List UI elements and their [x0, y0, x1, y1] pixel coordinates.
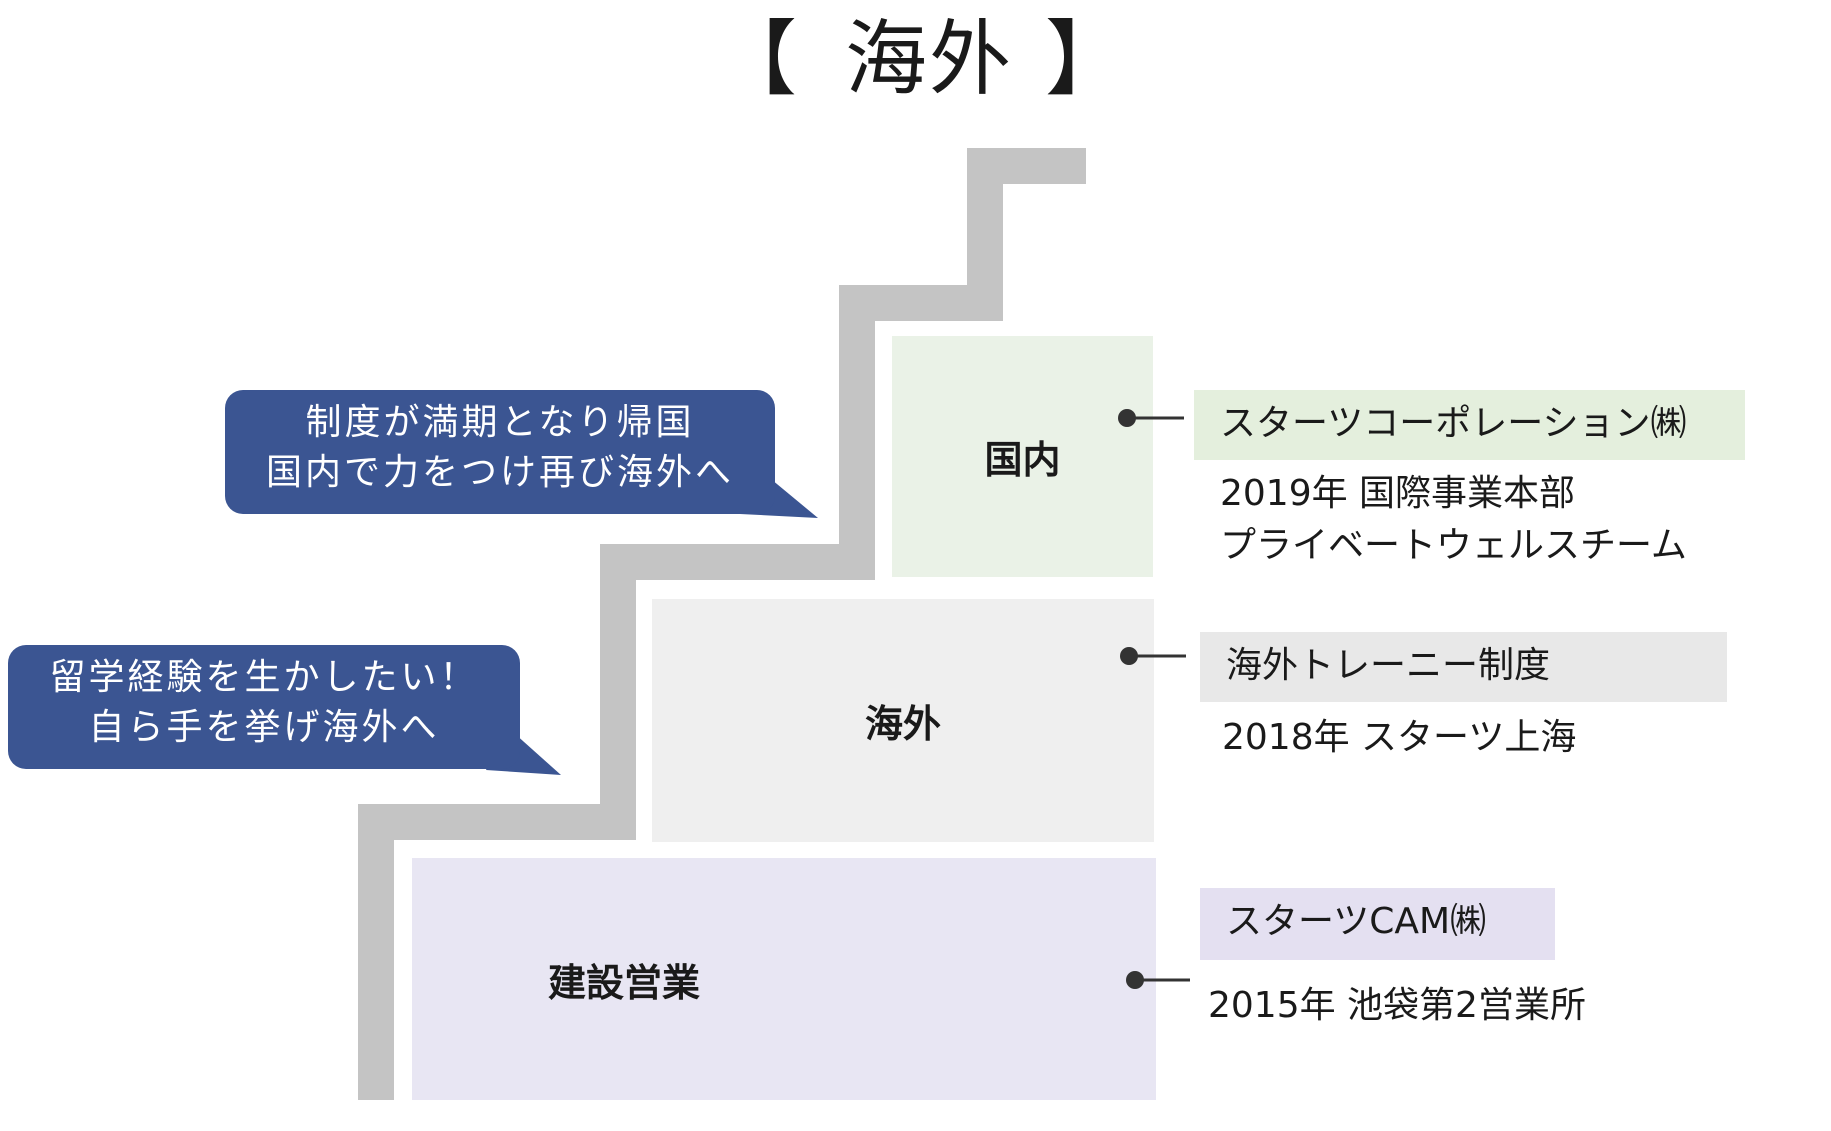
step-domestic: 国内: [892, 336, 1153, 577]
step-domestic-label: 国内: [984, 438, 1061, 482]
milestone-domestic-line2: プライベートウェルスチーム: [1220, 525, 1687, 566]
milestone-domestic-info: 2019年 国際事業本部 プライベートウェルスチーム: [1220, 468, 1687, 572]
milestone-domestic-line1: 2019年 国際事業本部: [1220, 473, 1576, 514]
bubble-study-line1: 留学経験を生かしたい！: [49, 657, 479, 698]
page-title: 【 海外 】: [715, 10, 1127, 110]
bubble-return-line2: 国内で力をつけ再び海外へ: [265, 452, 734, 493]
milestone-sales-info: 2015年 池袋第2営業所: [1208, 980, 1586, 1032]
milestone-overseas-tag: 海外トレーニー制度: [1200, 632, 1727, 702]
title-text: 海外: [845, 12, 1014, 107]
bubble-study-abroad: 留学経験を生かしたい！ 自ら手を挙げ海外へ: [8, 645, 520, 769]
bubble-study-line2: 自ら手を挙げ海外へ: [88, 707, 440, 748]
title-bracket-right: 】: [1045, 12, 1128, 107]
milestone-sales-line1: 2015年 池袋第2営業所: [1208, 985, 1586, 1026]
milestone-sales-tag: スターツCAM㈱: [1200, 888, 1555, 960]
step-sales-label: 建設営業: [547, 960, 700, 1005]
milestone-overseas-info: 2018年 スターツ上海: [1222, 712, 1576, 764]
bubble-return-home: 制度が満期となり帰国 国内で力をつけ再び海外へ: [225, 390, 775, 514]
step-sales: 建設営業: [412, 858, 1156, 1100]
milestone-domestic-tag: スターツコーポレーション㈱: [1194, 390, 1745, 460]
milestone-overseas-line1: 2018年 スターツ上海: [1222, 717, 1577, 758]
step-overseas-label: 海外: [864, 702, 941, 746]
step-overseas: 海外: [652, 599, 1154, 842]
title-bracket-left: 【: [715, 12, 798, 107]
bubble-return-line1: 制度が満期となり帰国: [305, 402, 695, 443]
